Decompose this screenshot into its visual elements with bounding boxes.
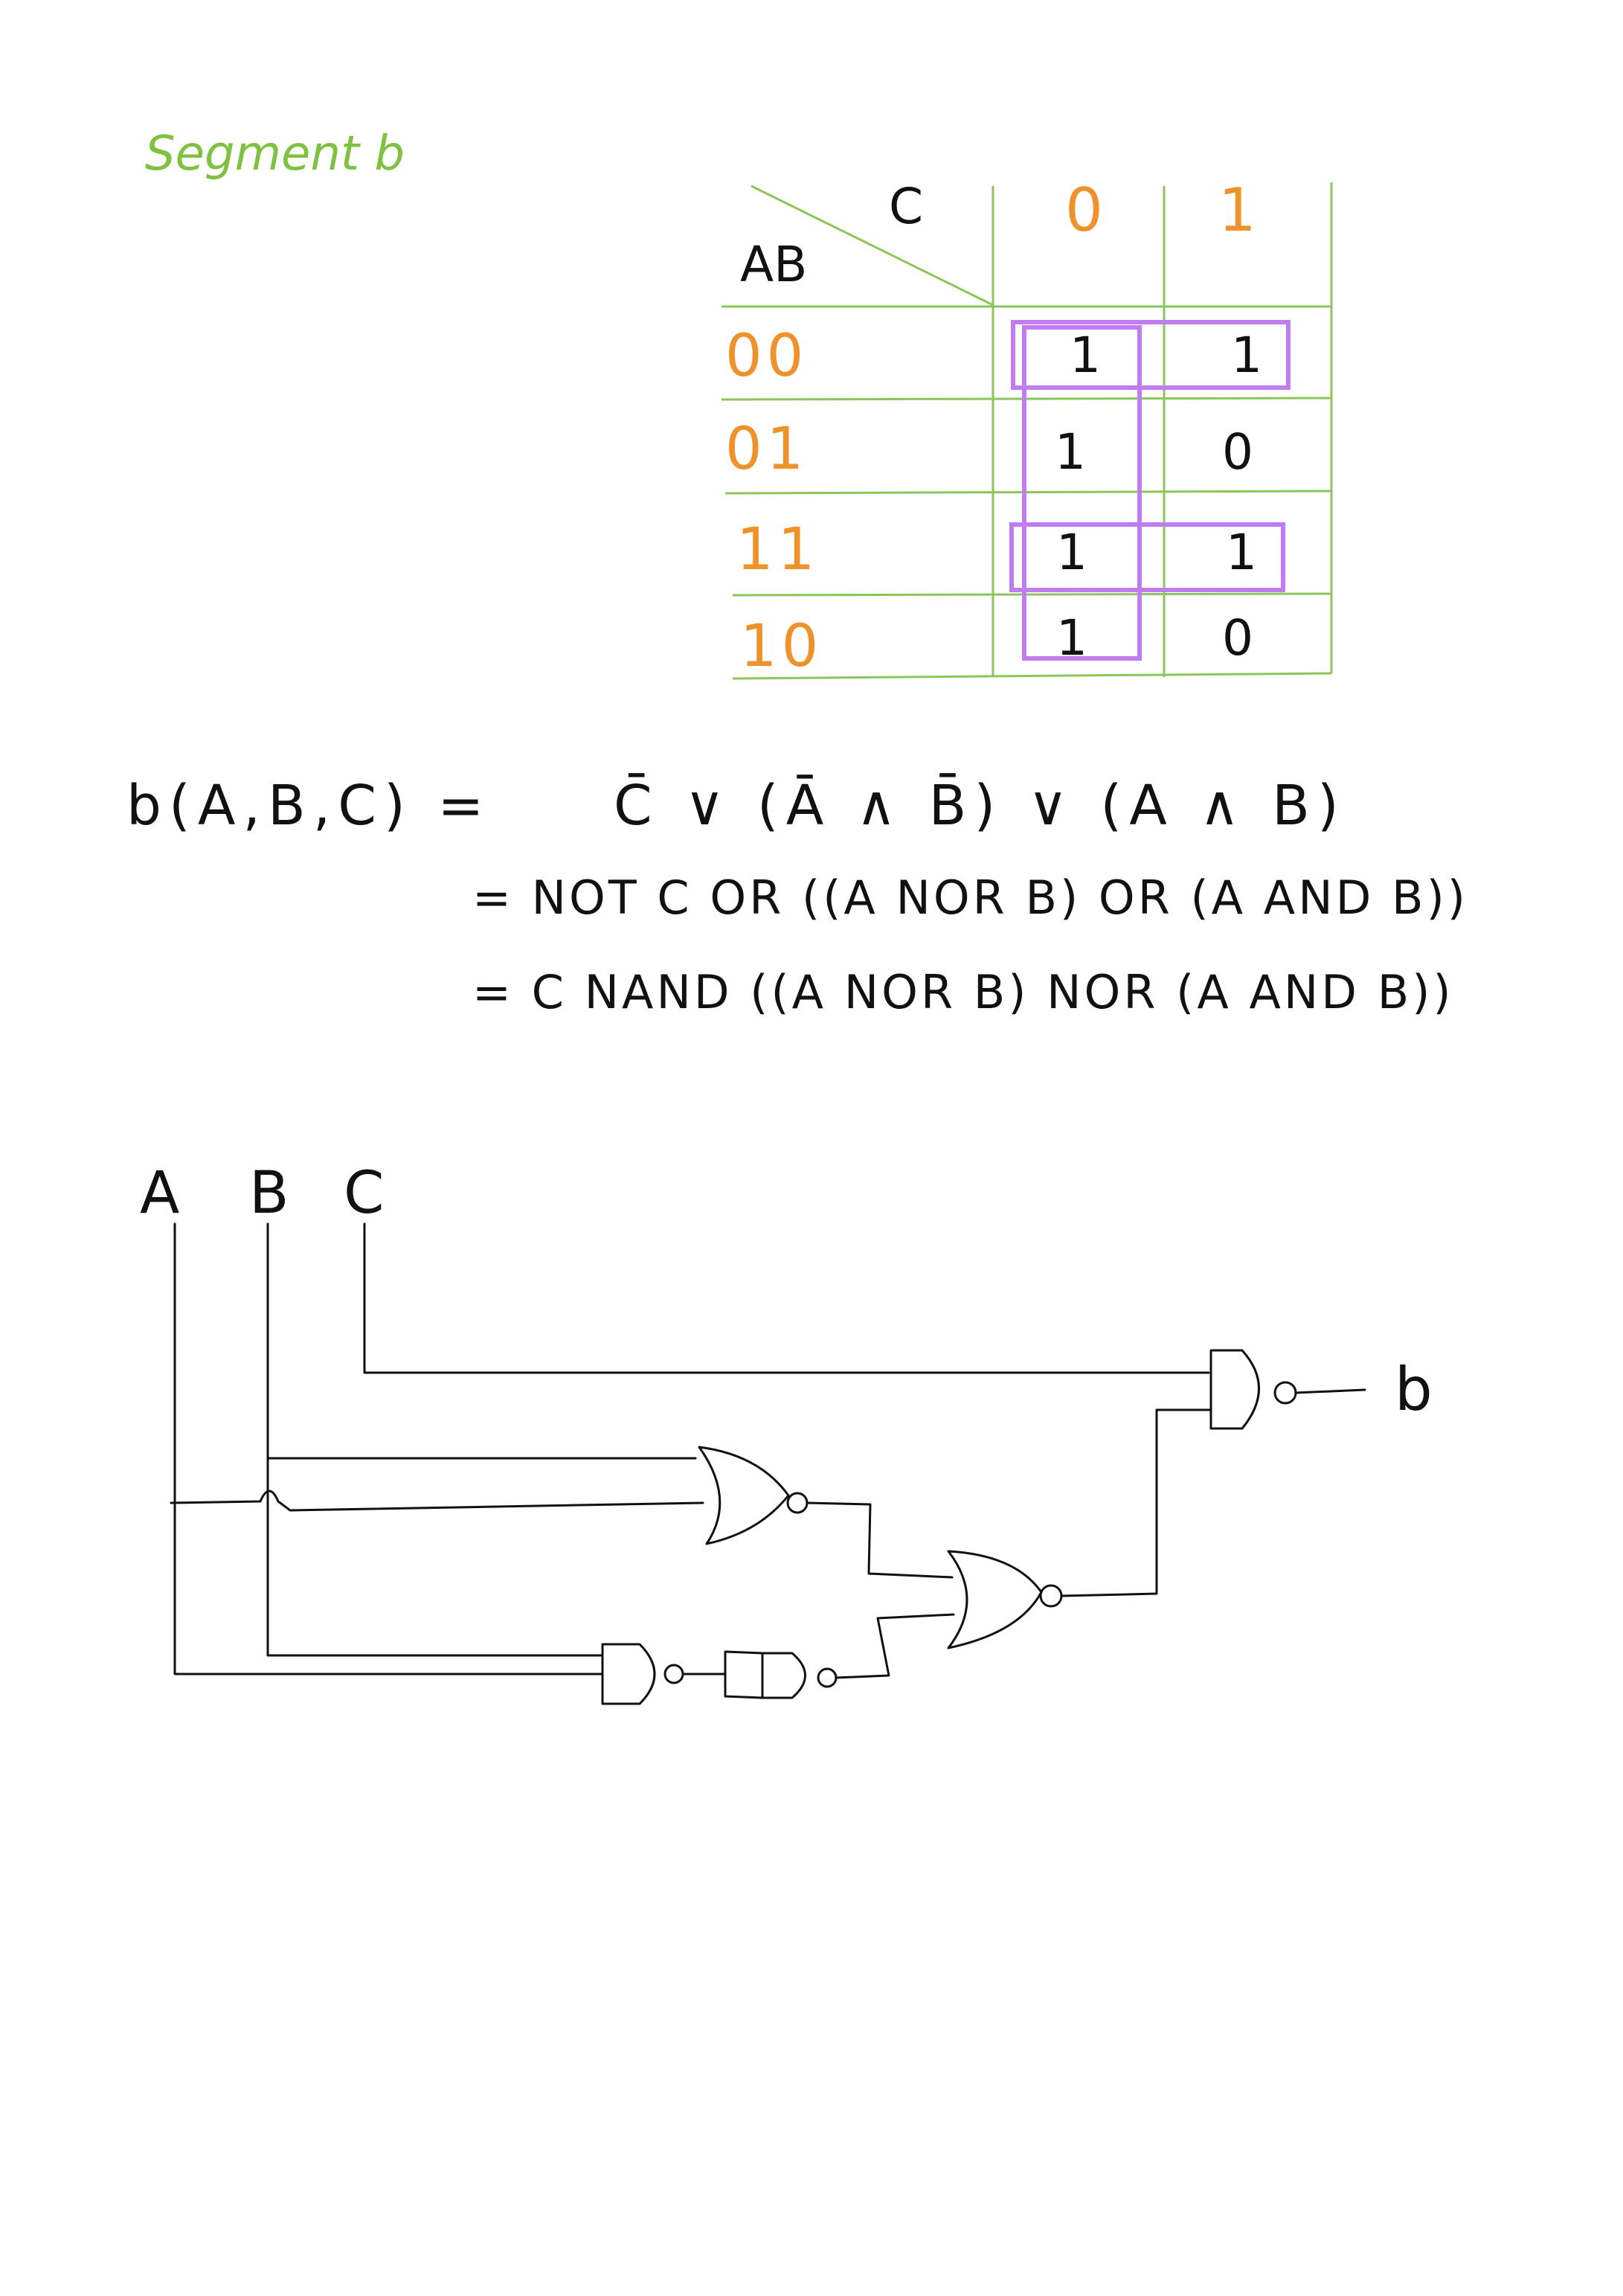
kmap-row-label-11: 11 xyxy=(736,516,819,583)
input-label-a: A xyxy=(140,1160,179,1227)
karnaugh-map: AB C 0 1 00 01 11 10 1 1 1 0 1 1 1 0 xyxy=(721,176,1333,680)
kmap-hline-4 xyxy=(732,592,1332,597)
kmap-group-row-11 xyxy=(1009,522,1285,592)
equation-line-2: = NOT C OR ((A NOR B) OR (A AND B)) xyxy=(472,870,1468,925)
kmap-cell: 1 xyxy=(1055,423,1086,481)
wire-a-to-nor1 xyxy=(170,1489,704,1512)
kmap-cell: 1 xyxy=(1056,524,1087,581)
kmap-row-label-00: 00 xyxy=(725,323,808,390)
kmap-row-label-10: 10 xyxy=(740,613,823,680)
kmap-cell: 1 xyxy=(1226,524,1257,581)
nor-gate-1-bubble xyxy=(786,1492,809,1514)
kmap-col-variable: C xyxy=(889,178,923,235)
wire-a-to-nand1 xyxy=(173,1222,604,1675)
kmap-hline-5 xyxy=(732,672,1332,680)
wire-nand2-to-nor2 xyxy=(835,1613,955,1679)
input-label-c: C xyxy=(344,1160,384,1227)
boolean-equations: b(A,B,C) = C̄ ∨ (Ā ∧ B̄) ∨ (A ∧ B) = NOT… xyxy=(126,773,1468,1019)
equation-line-3: = C NAND ((A NOR B) NOR (A AND B)) xyxy=(472,965,1454,1019)
wire-nand1-to-nand2 xyxy=(681,1650,764,1699)
kmap-row-label-01: 01 xyxy=(725,416,808,483)
kmap-cell: 1 xyxy=(1070,327,1101,384)
nand-gate-2 xyxy=(761,1652,806,1699)
wire-b-to-nand1 xyxy=(266,1222,604,1657)
kmap-cell: 0 xyxy=(1222,609,1253,667)
kmap-hline-3 xyxy=(724,490,1332,495)
kmap-col-label-1: 1 xyxy=(1218,176,1256,245)
nand-gate-1-bubble xyxy=(663,1664,684,1684)
wire-nor2-to-nand3 xyxy=(1060,1408,1212,1597)
kmap-row-variable: AB xyxy=(740,236,807,293)
nand-gate-1 xyxy=(601,1643,656,1705)
kmap-group-c-bar xyxy=(1022,325,1142,661)
kmap-cell: 0 xyxy=(1222,423,1253,481)
nand-gate-3-bubble xyxy=(1273,1381,1297,1405)
page-title: Segment b xyxy=(145,126,405,182)
nor-gate-1 xyxy=(698,1446,790,1545)
kmap-cell: 1 xyxy=(1231,327,1262,384)
wire-nor1-to-nor2 xyxy=(806,1501,954,1579)
kmap-group-row-00 xyxy=(1011,320,1291,390)
kmap-diagonal xyxy=(751,185,994,307)
input-label-b: B xyxy=(249,1160,289,1227)
nor-gate-2 xyxy=(947,1550,1043,1649)
equation-line-1-rhs: C̄ ∨ (Ā ∧ B̄) ∨ (A ∧ B) xyxy=(614,773,1346,838)
wire-c-to-nand3 xyxy=(363,1222,1210,1374)
nand-gate-2-bubble xyxy=(817,1667,838,1688)
output-label-b: b xyxy=(1395,1355,1433,1424)
equation-line-1-lhs: b(A,B,C) = xyxy=(126,774,491,838)
logic-circuit: A B C b xyxy=(140,1160,1433,1705)
nor-gate-2-bubble xyxy=(1039,1584,1063,1608)
kmap-col-label-0: 0 xyxy=(1065,176,1103,245)
nand-gate-3 xyxy=(1209,1349,1260,1430)
wire-output-b xyxy=(1294,1388,1366,1394)
